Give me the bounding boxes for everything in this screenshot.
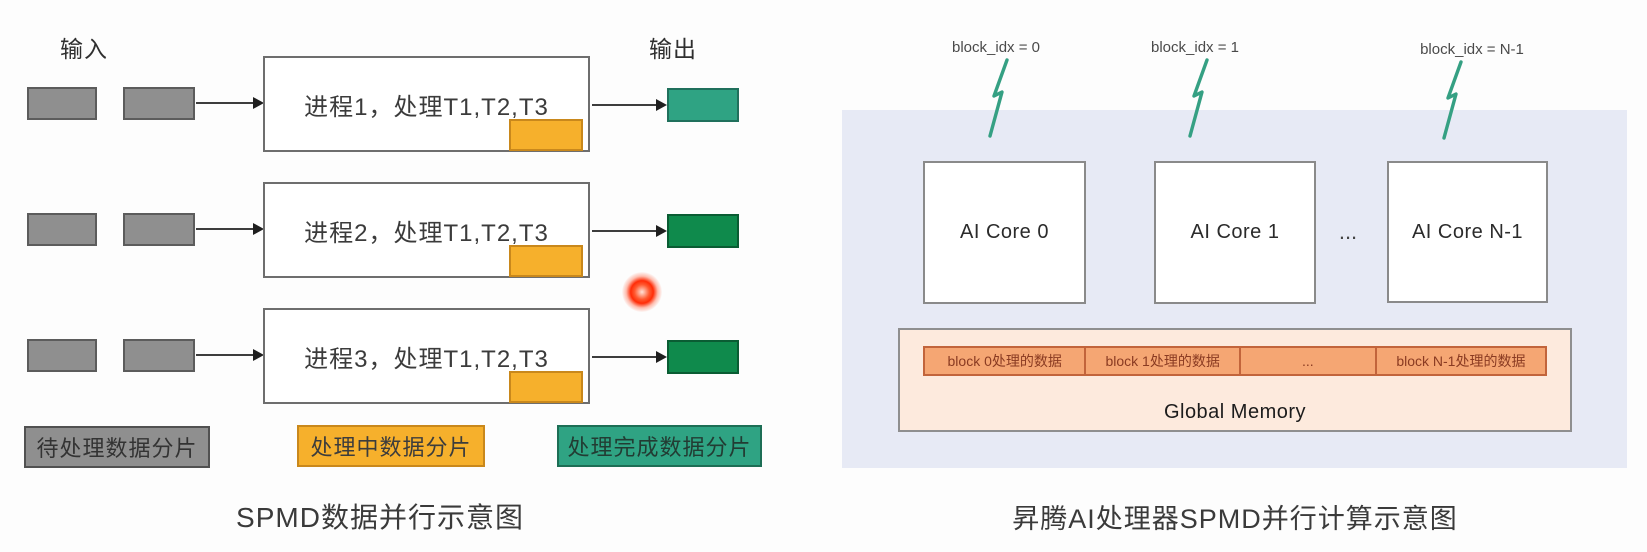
- ai-core-1-label: AI Core 1: [1190, 221, 1280, 243]
- global-memory-label: Global Memory: [1163, 401, 1307, 423]
- right-diagram-title: 昇腾AI处理器SPMD并行计算示意图: [1012, 504, 1458, 534]
- done-slice-box: [667, 88, 739, 122]
- ai-core-0-label: AI Core 0: [960, 221, 1049, 243]
- ai-core-n1-label: AI Core N-1: [1411, 220, 1524, 243]
- flow-arrow: [196, 223, 264, 235]
- left-diagram-title: SPMD数据并行示意图: [236, 502, 524, 533]
- memory-segment-blockn1: block N-1处理的数据: [1374, 346, 1548, 376]
- pending-slice-box: [27, 87, 97, 120]
- pending-slice-box: [123, 339, 195, 372]
- memory-segment-ellipsis: ...: [1238, 346, 1377, 376]
- global-memory-box: [898, 328, 1572, 432]
- memory-segment-block1: block 1处理的数据: [1084, 346, 1241, 376]
- flow-arrow: [196, 349, 264, 361]
- pointer-dot-icon: [622, 272, 662, 312]
- legend-done-label: 处理完成数据分片: [567, 435, 752, 460]
- lightning-icon: [1188, 58, 1209, 138]
- processing-slice-chip: [509, 119, 583, 151]
- flow-arrow: [592, 351, 667, 363]
- output-label: 输出: [649, 36, 697, 62]
- memory-segments-strip: block 0处理的数据 block 1处理的数据 ... block N-1处…: [923, 346, 1548, 376]
- processing-slice-chip: [509, 245, 583, 277]
- block-idx-n1-label: block_idx = N-1: [1420, 41, 1524, 58]
- legend-pending: 待处理数据分片: [24, 426, 210, 468]
- pending-slice-box: [27, 213, 97, 246]
- flow-arrow: [592, 99, 667, 111]
- input-label: 输入: [60, 36, 108, 62]
- legend-processing: 处理中数据分片: [297, 425, 485, 467]
- legend-done: 处理完成数据分片: [557, 425, 762, 467]
- lightning-icon: [1442, 60, 1463, 140]
- pending-slice-box: [123, 87, 195, 120]
- flow-arrow: [592, 225, 667, 237]
- ai-core-0-box: AI Core 0: [923, 161, 1086, 304]
- ai-core-1-box: AI Core 1: [1154, 161, 1316, 304]
- flow-arrow: [196, 97, 264, 109]
- legend-pending-label: 待处理数据分片: [36, 436, 198, 461]
- pending-slice-box: [27, 339, 97, 372]
- pending-slice-box: [123, 213, 195, 246]
- done-slice-box: [667, 340, 739, 374]
- done-slice-box: [667, 214, 739, 248]
- cores-ellipsis: ...: [1338, 219, 1358, 244]
- memory-segment-block0: block 0处理的数据: [923, 346, 1087, 376]
- process-box-1: 进程1，处理T1,T2,T3: [263, 56, 590, 152]
- process-label: 进程2，处理T1,T2,T3: [304, 219, 549, 247]
- block-idx-0-label: block_idx = 0: [952, 39, 1040, 56]
- process-label: 进程3，处理T1,T2,T3: [304, 345, 549, 373]
- lightning-icon: [988, 58, 1009, 138]
- process-label: 进程1，处理T1,T2,T3: [304, 93, 549, 121]
- ai-core-n1-box: AI Core N-1: [1387, 161, 1548, 303]
- block-idx-1-label: block_idx = 1: [1151, 39, 1239, 56]
- processing-slice-chip: [509, 371, 583, 403]
- legend-processing-label: 处理中数据分片: [310, 435, 472, 460]
